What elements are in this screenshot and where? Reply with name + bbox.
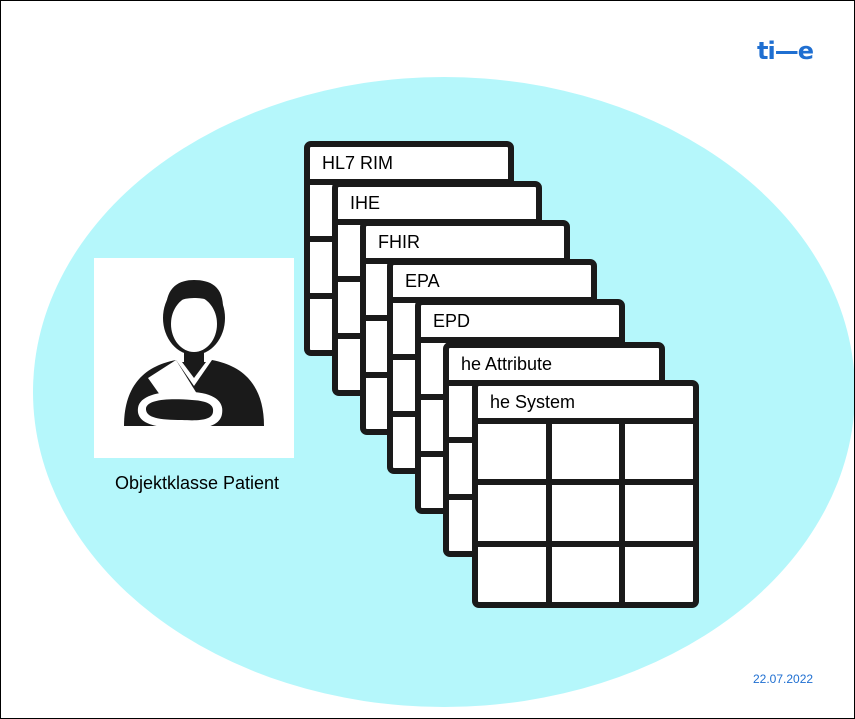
logo: ti—e [757,37,814,65]
slide-date: 22.07.2022 [753,672,814,686]
card-title: EPA [393,265,591,303]
card-title: EPD [421,305,619,343]
table-grid [478,424,693,602]
patient-arm-sling-icon [124,280,264,429]
patient-label: Objektklasse Patient [114,473,280,493]
card-he-system: he System [472,380,699,608]
card-title: HL7 RIM [310,147,508,185]
patient-icon-box [94,258,294,458]
card-title: he System [478,386,693,424]
